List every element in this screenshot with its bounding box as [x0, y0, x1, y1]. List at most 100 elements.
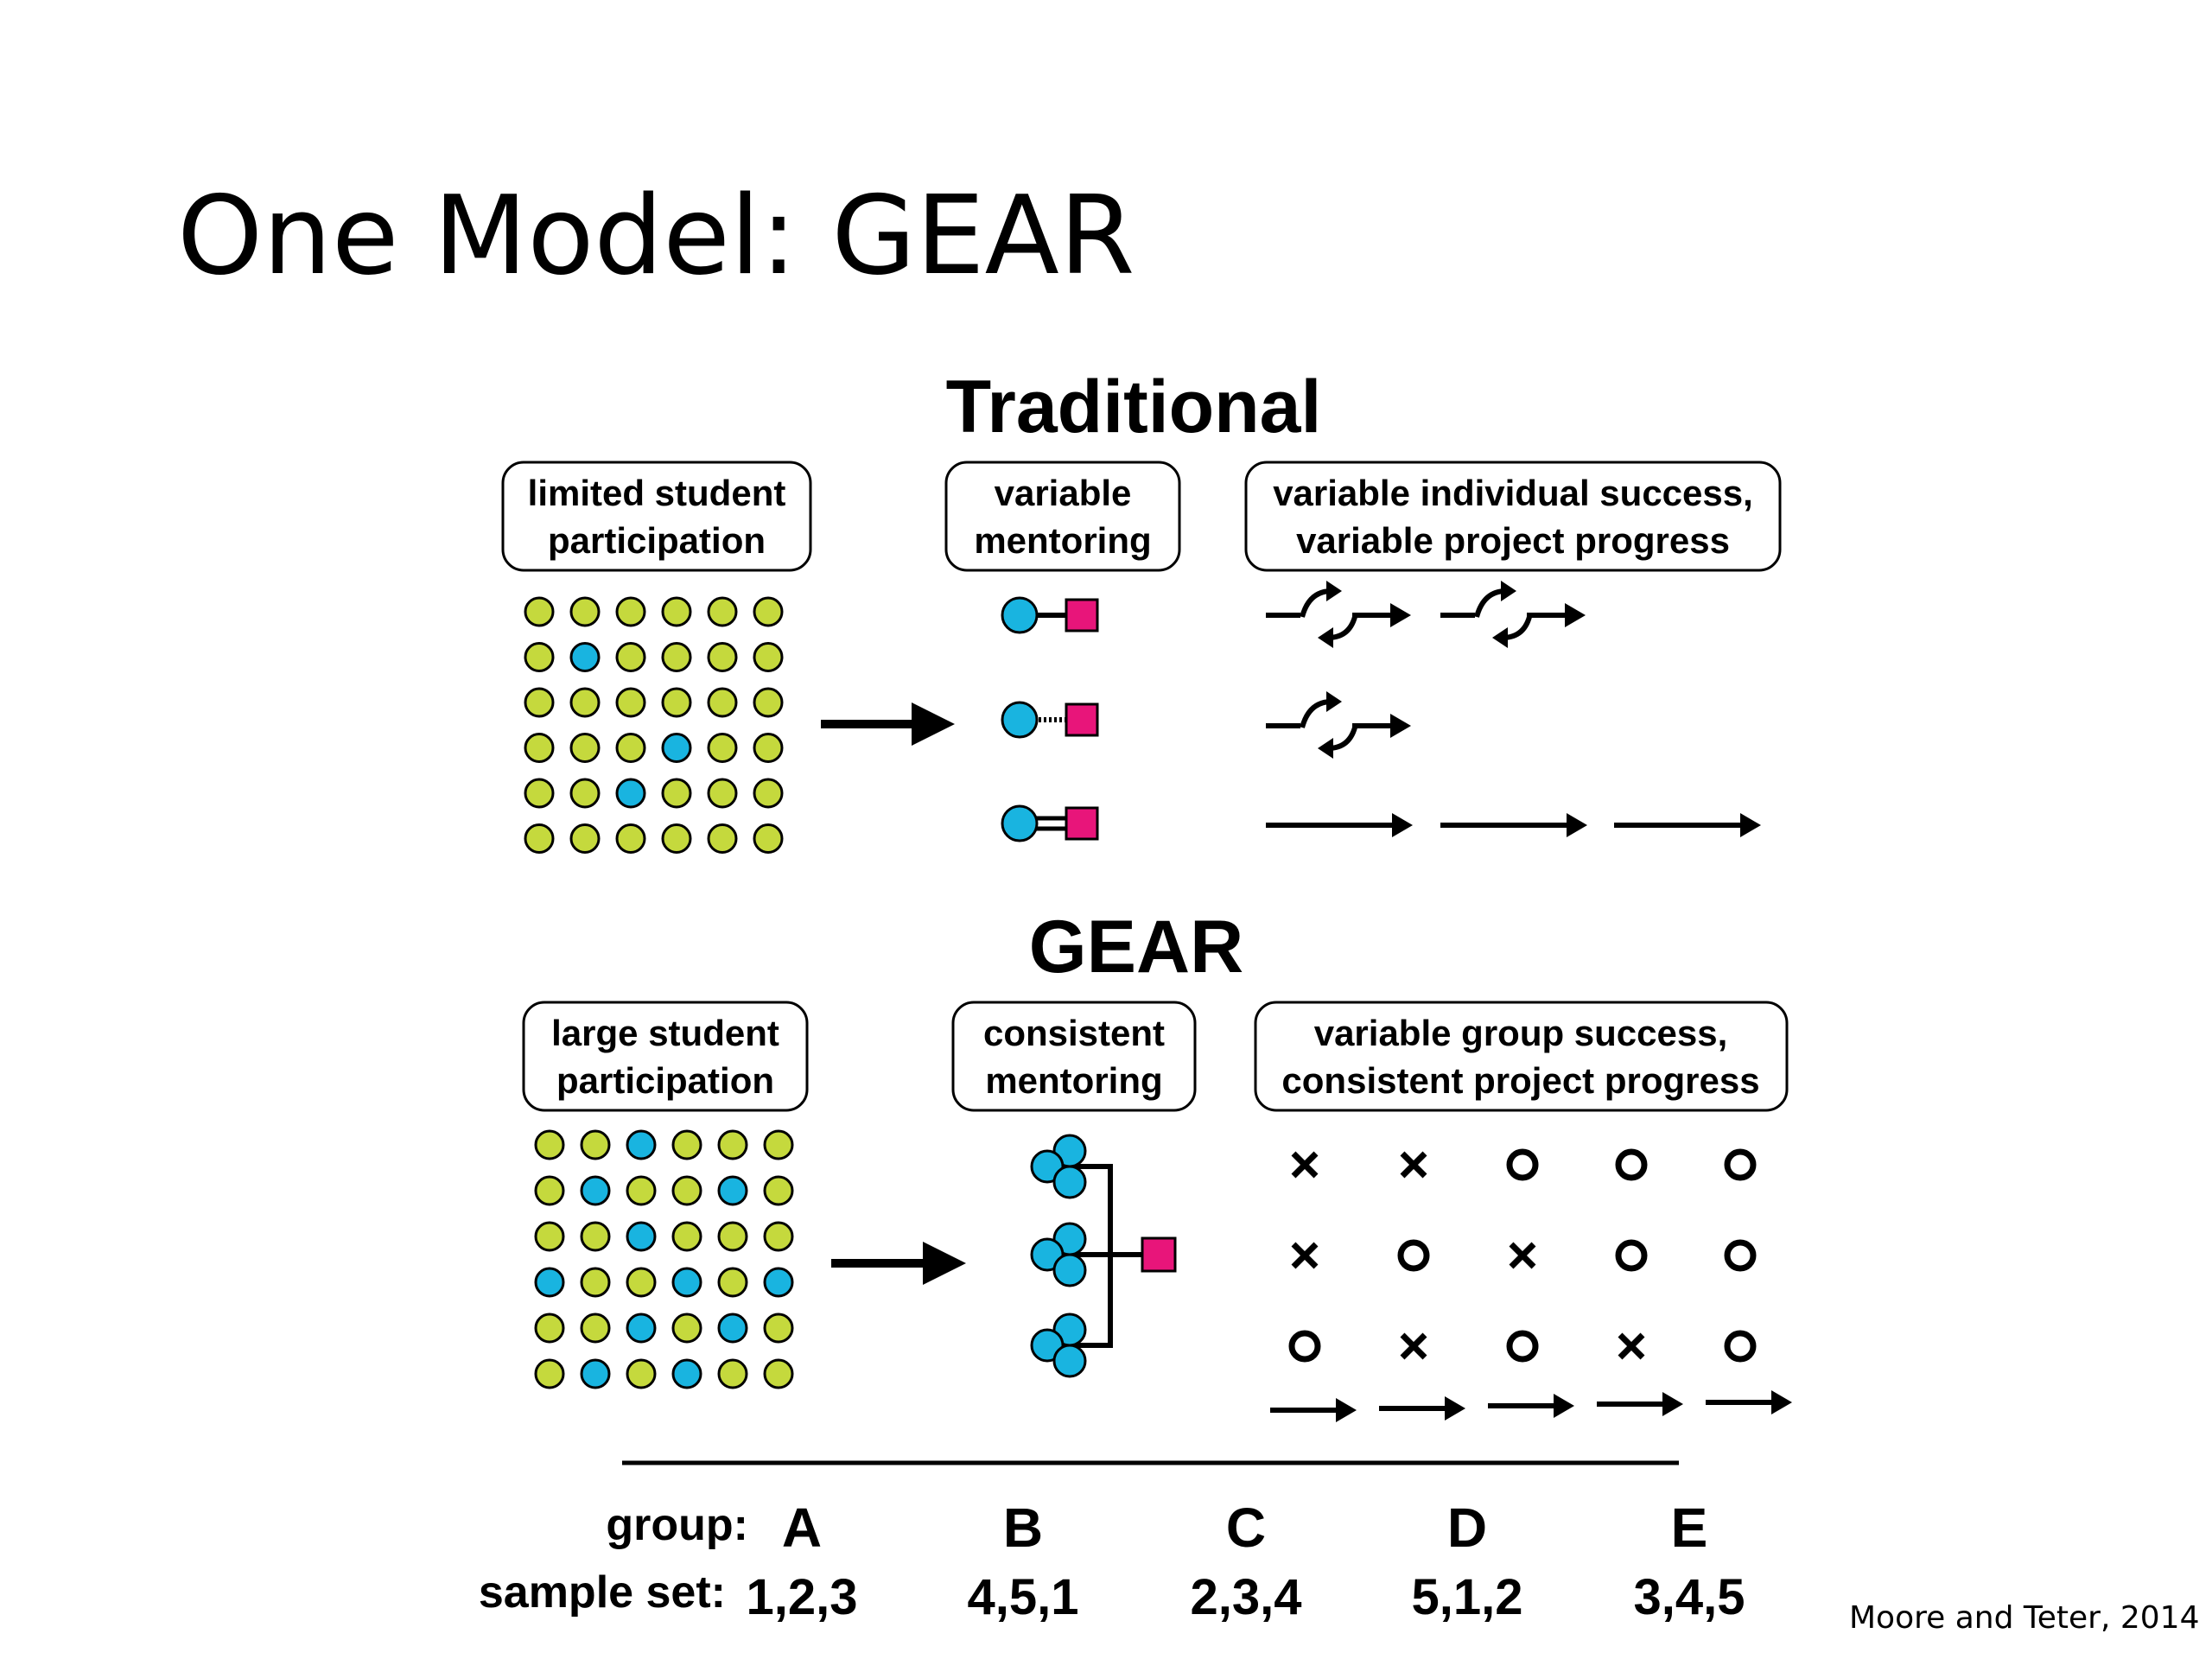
- gear-student-dot: [580, 1175, 611, 1206]
- progress-loop-arrow: [1266, 581, 1411, 648]
- outcome-o: [1724, 1330, 1757, 1363]
- gear-student-dot: [626, 1313, 657, 1344]
- student-cluster: [1030, 1313, 1087, 1378]
- traditional-heading: Traditional: [946, 365, 1322, 448]
- trad-student-dot: [753, 596, 784, 627]
- progress-straight-arrow: [1379, 1396, 1465, 1421]
- outcome-o: [1397, 1239, 1430, 1272]
- trad-student-dot: [524, 687, 555, 718]
- gear-student-dot: [534, 1129, 565, 1160]
- gear-box-success: variable group success, consistent proje…: [1254, 1001, 1789, 1112]
- gear-student-dot: [534, 1358, 565, 1389]
- outcome-x: [1618, 1332, 1645, 1360]
- gear-student-dot: [626, 1358, 657, 1389]
- outcome-x: [1509, 1242, 1536, 1269]
- mentor-pair: [1001, 701, 1099, 739]
- student-dot: [1001, 701, 1039, 739]
- trad-student-dot: [524, 642, 555, 672]
- gear-student-dot: [763, 1129, 794, 1160]
- outcome-x: [1400, 1151, 1427, 1179]
- gear-student-dot: [671, 1221, 702, 1252]
- student-cluster: [1030, 1222, 1087, 1287]
- outcome-o: [1288, 1330, 1321, 1363]
- gear-box-success-line2: consistent project progress: [1281, 1060, 1759, 1101]
- trad-student-grid: [524, 596, 784, 854]
- progress-loop-arrow: [1266, 691, 1411, 759]
- trad-box-participation-line2: participation: [548, 520, 766, 561]
- gear-student-dot: [671, 1175, 702, 1206]
- trad-student-dot: [753, 642, 784, 672]
- mentor-square: [1141, 1236, 1177, 1273]
- trad-box-participation: limited student participation: [501, 461, 812, 572]
- gear-student-dot: [580, 1221, 611, 1252]
- gear-student-dot: [763, 1313, 794, 1344]
- gear-student-dot: [763, 1175, 794, 1206]
- sample-set-value: 3,4,5: [1634, 1569, 1745, 1625]
- gear-student-dot: [717, 1267, 748, 1298]
- trad-student-dot: [661, 642, 692, 672]
- trad-student-dot: [615, 823, 646, 854]
- trad-box-success-line1: variable individual success,: [1273, 473, 1753, 513]
- gear-student-dot: [580, 1129, 611, 1160]
- gear-box-success-line1: variable group success,: [1314, 1013, 1728, 1053]
- progress-straight-arrow: [1597, 1392, 1683, 1416]
- progress-straight-arrow: [1440, 813, 1587, 837]
- outcome-o: [1506, 1330, 1539, 1363]
- gear-student-dot: [763, 1358, 794, 1389]
- slide-title: One Model: GEAR: [177, 172, 1135, 299]
- progress-straight-arrow: [1614, 813, 1761, 837]
- trad-student-dot: [661, 823, 692, 854]
- trad-student-dot: [569, 823, 601, 854]
- gear-student-dot: [671, 1267, 702, 1298]
- trad-student-dot: [661, 778, 692, 809]
- gear-student-dot: [580, 1313, 611, 1344]
- outcome-o: [1724, 1239, 1757, 1272]
- sample-set-value: 1,2,3: [747, 1569, 858, 1625]
- trad-box-success-line2: variable project progress: [1296, 520, 1730, 561]
- gear-student-dot: [671, 1358, 702, 1389]
- gear-student-dot: [534, 1313, 565, 1344]
- gear-student-dot: [717, 1313, 748, 1344]
- mentor-square: [1065, 806, 1099, 841]
- trad-student-dot: [524, 596, 555, 627]
- gear-box-mentoring-line2: mentoring: [985, 1060, 1162, 1101]
- trad-student-dot: [615, 778, 646, 809]
- trad-student-dot: [615, 596, 646, 627]
- trad-student-dot: [569, 687, 601, 718]
- group-label: group:: [606, 1500, 748, 1550]
- trad-student-dot: [753, 778, 784, 809]
- trad-student-dot: [524, 733, 555, 763]
- sample-set-value: 2,3,4: [1191, 1569, 1302, 1625]
- trad-mentor-pairs: [1001, 596, 1099, 842]
- student-dot: [1052, 1253, 1087, 1287]
- mentor-pair: [1001, 804, 1099, 842]
- trad-flow-arrow: [821, 702, 955, 746]
- student-dot: [1052, 1165, 1087, 1199]
- gear-student-dot: [626, 1221, 657, 1252]
- outcome-o: [1615, 1239, 1648, 1272]
- gear-student-dot: [580, 1358, 611, 1389]
- gear-progress-arrows: [1270, 1390, 1792, 1422]
- gear-student-dot: [671, 1129, 702, 1160]
- outcome-x: [1400, 1332, 1427, 1360]
- outcome-x: [1291, 1151, 1319, 1179]
- gear-student-dot: [534, 1221, 565, 1252]
- sample-set-value: 5,1,2: [1412, 1569, 1523, 1625]
- student-cluster: [1030, 1134, 1087, 1199]
- group-letter: D: [1447, 1497, 1487, 1559]
- trad-student-dot: [753, 733, 784, 763]
- gear-box-mentoring: consistent mentoring: [951, 1001, 1197, 1112]
- trad-student-dot: [615, 642, 646, 672]
- trad-student-dot: [707, 596, 738, 627]
- trad-student-dot: [615, 733, 646, 763]
- citation: Moore and Teter, 2014: [1849, 1600, 2200, 1636]
- trad-student-dot: [707, 642, 738, 672]
- gear-outcome-grid: [1288, 1148, 1757, 1363]
- outcome-x: [1291, 1242, 1319, 1269]
- gear-student-dot: [717, 1358, 748, 1389]
- gear-student-dot: [534, 1267, 565, 1298]
- gear-student-dot: [534, 1175, 565, 1206]
- gear-flow-arrow: [831, 1242, 966, 1285]
- trad-box-success: variable individual success, variable pr…: [1244, 461, 1782, 572]
- trad-student-dot: [661, 687, 692, 718]
